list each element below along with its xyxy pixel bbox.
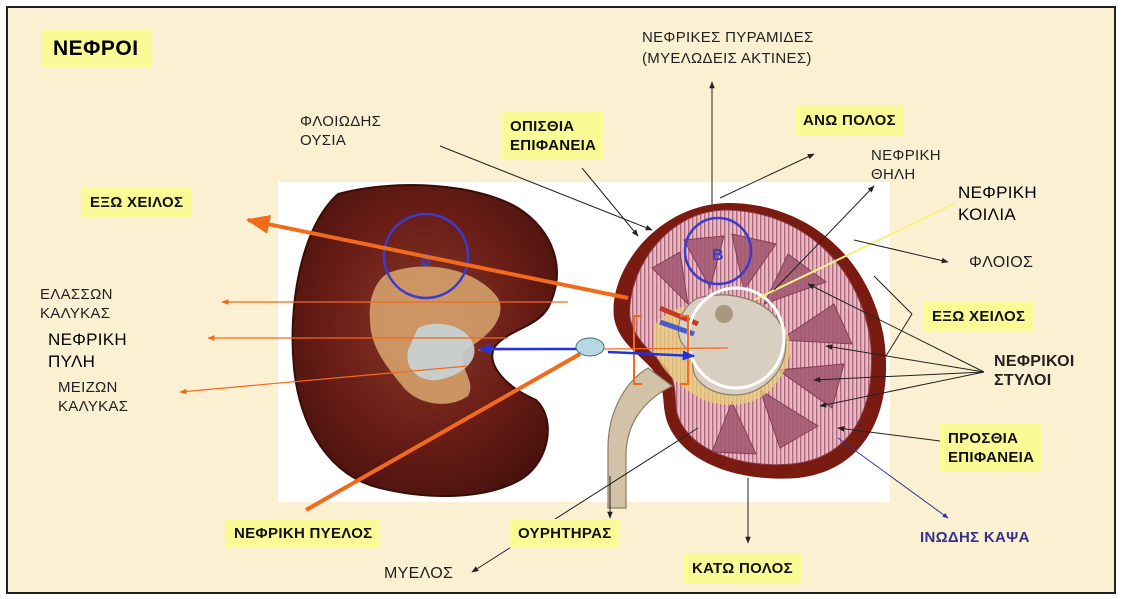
tag-anterior-surface: ΠΡΟΣΘΙΑ ΕΠΙΦΑΝΕΙΑ <box>940 424 1042 472</box>
right-circle-marker: B <box>712 247 724 264</box>
label-fibrous-capsule: ΙΝΩΔΗΣ ΚΑΨΑ <box>920 528 1030 547</box>
label-renal-papilla: ΝΕΦΡΙΚΗ ΘΗΛΗ <box>871 146 941 184</box>
label-pyramids-line1: ΝΕΦΡΙΚΕΣ ΠΥΡΑΜΙΔΕΣ <box>642 28 814 47</box>
label-renal-hilum: ΝΕΦΡΙΚΗ ΠΥΛΗ <box>48 329 127 373</box>
page-title: ΝΕΦΡΟΙ <box>41 30 151 68</box>
tag-upper-pole: ΑΝΩ ΠΟΛΟΣ <box>795 106 904 135</box>
kidney-illustration: B <box>8 8 1116 594</box>
label-pyramids-line2: (ΜΥΕΛΩΔΕΙΣ ΑΚΤΙΝΕΣ) <box>642 49 812 68</box>
tag-ureter: ΟΥΡΗΤΗΡΑΣ <box>510 519 620 548</box>
kidney-photo: B <box>293 185 557 496</box>
tag-outer-lip-left: ΕΞΩ ΧΕΙΛΟΣ <box>82 188 191 217</box>
label-cortical-substance: ΦΛΟΙΩΔΗΣ ΟΥΣΙΑ <box>300 112 381 150</box>
slide: B <box>6 6 1116 594</box>
label-renal-columns: ΝΕΦΡΙΚΟΙ ΣΤΥΛΟΙ <box>994 352 1075 390</box>
tag-lower-pole: ΚΑΤΩ ΠΟΛΟΣ <box>684 554 801 583</box>
label-minor-calyces: ΕΛΑΣΣΩΝ ΚΑΛΥΚΑΣ <box>40 285 113 323</box>
tag-outer-lip-right: ΕΞΩ ΧΕΙΛΟΣ <box>924 302 1033 331</box>
kidney-diagram: B <box>608 203 886 508</box>
tag-renal-pelvis: ΝΕΦΡΙΚΗ ΠΥΕΛΟΣ <box>226 519 380 548</box>
label-medulla: ΜΥΕΛΟΣ <box>384 564 453 583</box>
capsule-leader <box>838 438 948 518</box>
tag-posterior-surface: ΟΠΙΣΘΙΑ ΕΠΙΦΑΝΕΙΑ <box>502 112 604 160</box>
label-renal-sinus: ΝΕΦΡΙΚΗ ΚΟΙΛΙΑ <box>958 182 1037 226</box>
label-cortex: ΦΛΟΙΟΣ <box>969 253 1033 272</box>
label-major-calyces: ΜΕΙΖΩΝ ΚΑΛΥΚΑΣ <box>58 378 128 416</box>
